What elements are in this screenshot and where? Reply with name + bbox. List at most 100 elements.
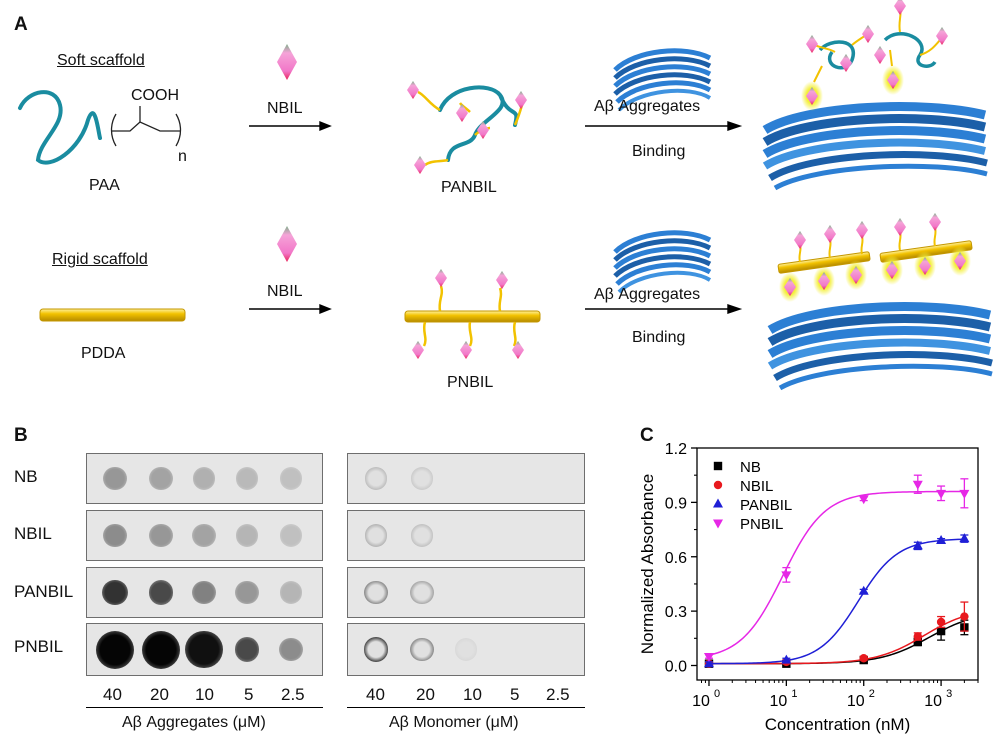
blot-dot (410, 637, 434, 662)
data-point-panbil (912, 540, 923, 550)
y-axis-title: Normalized Absorbance (638, 474, 657, 654)
data-point-nb (782, 659, 791, 668)
data-point-pnbil (703, 652, 714, 662)
blot-dot (192, 467, 216, 490)
data-point-nb (704, 659, 714, 668)
blot-monomer-nb (347, 453, 585, 504)
blot-dot (454, 638, 478, 661)
data-point-pnbil (959, 489, 970, 499)
pnbil-label: PNBIL (447, 374, 494, 391)
x-tick-exponent: 0 (714, 688, 720, 700)
blot-dot (103, 523, 127, 548)
binding-label-bottom: Binding (632, 329, 686, 346)
blot-dot (235, 467, 259, 490)
legend-marker-nb (713, 461, 723, 471)
blot-dot (279, 581, 303, 604)
aggregates-label-top: Aβ Aggregates (594, 98, 701, 115)
data-point-nb (913, 637, 922, 647)
data-point-nbil (782, 657, 791, 667)
blot-aggregates-nb (86, 453, 323, 504)
data-point-nbil (936, 617, 946, 627)
agg-conc-label: 5 (244, 685, 254, 704)
blot-aggregates-nbil (86, 510, 323, 561)
data-point-panbil (959, 533, 970, 543)
blot-row-label: NB (14, 467, 38, 486)
x-axis-title: Concentration (nM) (765, 715, 911, 734)
blot-dot (148, 580, 174, 605)
mono-conc-label: 2.5 (546, 685, 570, 704)
mono-conc-label: 40 (366, 685, 385, 704)
data-point-panbil (703, 658, 714, 668)
agg-axis-title: Aβ Aggregates (μM) (122, 714, 266, 731)
legend-marker-panbil (713, 498, 723, 508)
blot-dot (410, 524, 434, 547)
fit-curve-nb (708, 620, 965, 665)
agg-conc-label: 2.5 (281, 685, 305, 704)
aggregates-label-bottom: Aβ Aggregates (594, 286, 701, 303)
blot-dot (279, 524, 303, 547)
blot-dot (235, 524, 259, 547)
panel-letter-c: C (640, 425, 654, 446)
legend-label: NBIL (740, 478, 773, 495)
fit-curve-nbil (708, 615, 965, 665)
blot-dot (142, 630, 180, 669)
chart-frame (696, 447, 979, 681)
data-point-pnbil (912, 480, 923, 490)
x-tick-label: 10 (692, 693, 710, 710)
blot-dot (363, 637, 389, 662)
data-point-nbil (859, 654, 868, 663)
data-point-pnbil (858, 495, 869, 505)
data-point-panbil (858, 585, 869, 595)
data-point-pnbil (781, 571, 792, 581)
blot-dot (364, 467, 388, 490)
mono-axis-line (347, 707, 585, 709)
rigid-scaffold-label: Rigid scaffold (52, 251, 148, 268)
data-point-nb (960, 623, 969, 632)
data-point-nb (936, 626, 946, 636)
blot-dot (102, 579, 128, 606)
agg-axis-line (86, 707, 323, 709)
blot-dot (149, 466, 173, 491)
blot-dot (279, 467, 303, 490)
blot-row-label: PANBIL (14, 582, 74, 601)
blot-monomer-pnbil (347, 623, 585, 676)
mono-conc-label: 10 (463, 685, 482, 704)
data-point-pnbil (936, 489, 947, 499)
mono-conc-label: 20 (416, 685, 435, 704)
mono-conc-label: 5 (510, 685, 520, 704)
fit-curve-pnbil (708, 490, 965, 656)
blot-row-label: NBIL (14, 524, 52, 543)
blot-row-label: PNBIL (14, 637, 64, 656)
x-tick-exponent: 3 (946, 688, 952, 700)
blot-dot (96, 630, 134, 669)
x-tick-label: 10 (924, 693, 942, 710)
blot-dot (364, 580, 388, 605)
data-point-panbil (936, 534, 947, 544)
blot-dot (149, 523, 173, 548)
y-tick-label: 0.6 (665, 550, 687, 567)
nbil-label-top: NBIL (267, 100, 303, 117)
panel-a-graphics (18, 0, 995, 420)
blot-dot (192, 580, 216, 605)
y-tick-label: 0.0 (665, 659, 687, 676)
blot-dot (234, 637, 260, 662)
legend-marker-nbil (713, 480, 723, 490)
fit-curve-panbil (708, 538, 965, 665)
blot-aggregates-pnbil (86, 623, 323, 676)
agg-conc-label: 40 (103, 685, 122, 704)
x-tick-exponent: 2 (869, 688, 875, 700)
data-point-nbil (960, 612, 969, 621)
blot-dot (185, 630, 223, 669)
blot-monomer-nbil (347, 510, 585, 561)
paa-label: PAA (89, 177, 120, 194)
panel-letter-b: B (14, 425, 28, 446)
blot-dot (410, 467, 434, 490)
blot-dot (410, 580, 434, 605)
legend-label: PANBIL (740, 497, 792, 514)
legend-marker-pnbil (713, 519, 723, 529)
blot-dot (364, 524, 388, 547)
legend-label: NB (740, 459, 761, 476)
blot-dot (192, 523, 216, 548)
blot-dot (103, 466, 127, 491)
x-tick-label: 10 (847, 693, 865, 710)
